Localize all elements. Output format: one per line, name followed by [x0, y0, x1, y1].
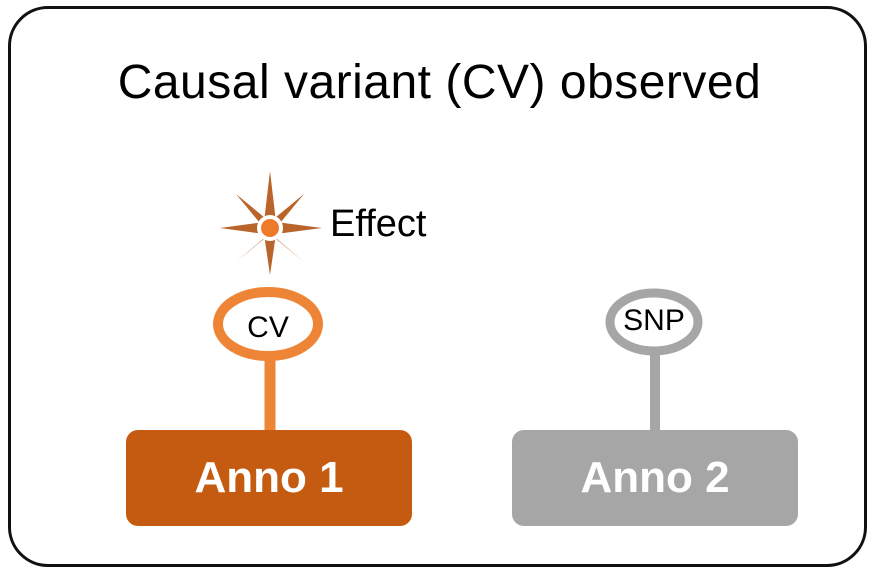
annotation-box-2: Anno 2: [512, 430, 798, 526]
cv-bubble: [213, 287, 323, 361]
annotation-box-1: Anno 1: [126, 430, 412, 526]
diagram-title: Causal variant (CV) observed: [117, 56, 762, 109]
snp-label: SNP: [623, 304, 685, 337]
effect-label: Effect: [330, 203, 427, 245]
snp-bubble: [605, 288, 703, 356]
effect-starburst-icon: [220, 171, 322, 275]
annotation-label-1: Anno 1: [194, 453, 344, 502]
cv-label: CV: [247, 311, 289, 344]
annotation-label-2: Anno 2: [580, 453, 730, 502]
